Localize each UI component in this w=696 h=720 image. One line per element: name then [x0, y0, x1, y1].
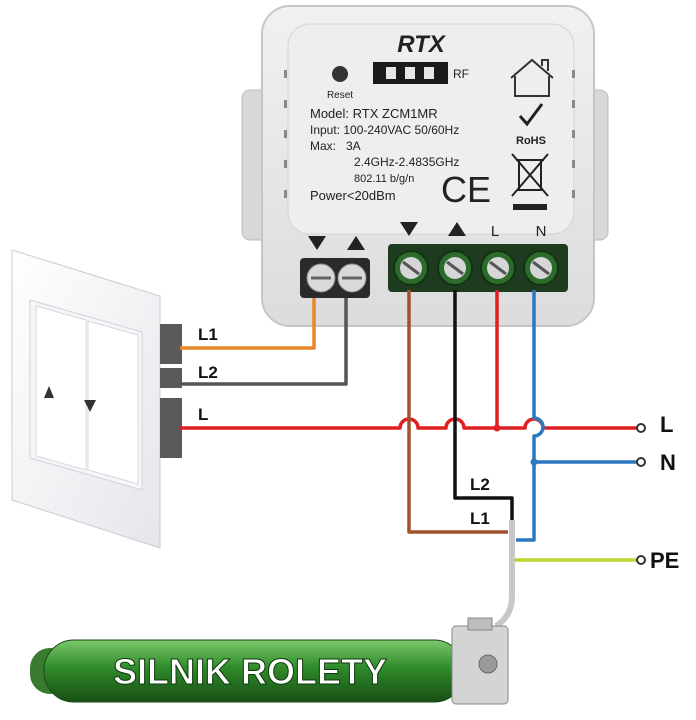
- supply-terminal-pe: [636, 555, 646, 565]
- spec-model: Model: RTX ZCM1MR: [310, 106, 438, 121]
- main-terminal-block: [388, 244, 568, 292]
- wire-switch-l2: [180, 298, 348, 386]
- spec-wifi: 802.11 b/g/n: [354, 173, 414, 185]
- down-arrow-icon: [308, 236, 326, 250]
- wire-module-n: [532, 290, 638, 464]
- supply-label-n: N: [660, 450, 676, 475]
- up-arrow-icon: [347, 236, 365, 250]
- wire-label-switch-l: L: [198, 405, 208, 424]
- down-arrow-icon: [400, 222, 418, 236]
- checkmark-icon: [518, 103, 544, 127]
- terminal-l-label: L: [491, 223, 499, 240]
- rohs-label: RoHS: [516, 135, 546, 147]
- wire-label-switch-l1: L1: [198, 325, 218, 344]
- wire-module-l1-brown: [407, 290, 508, 534]
- wire-motor-n: [516, 462, 536, 542]
- weee-bin-icon: [511, 153, 549, 197]
- wire-module-l2-black: [453, 290, 514, 538]
- reset-label: Reset: [327, 90, 353, 101]
- spec-frequency: 2.4GHz-2.4835GHz: [354, 155, 459, 169]
- wall-switch: [11, 249, 182, 549]
- spec-input: Input: 100-240VAC 50/60Hz: [310, 123, 459, 137]
- spec-max: Max: 3A: [310, 139, 361, 153]
- down-arrow-icon: [84, 400, 96, 412]
- supply-terminal-l: [636, 423, 646, 433]
- brand-logo: RTX: [397, 31, 447, 58]
- rf-label: RF: [453, 67, 469, 81]
- terminal-n-label: N: [536, 223, 547, 240]
- wire-label-switch-l2: L2: [198, 363, 218, 382]
- ce-mark: CE: [441, 169, 491, 210]
- relay-module: RTX Reset RF Model: RTX ZCM1MR Input: 10…: [241, 5, 609, 327]
- motor-label: SILNIK ROLETY: [113, 651, 387, 692]
- up-arrow-icon: [448, 222, 466, 236]
- supply-label-pe: PE: [650, 548, 679, 573]
- wire-switch-l1: [180, 298, 316, 350]
- roller-shutter-motor: SILNIK ROLETY: [30, 617, 509, 705]
- spec-power: Power<20dBm: [310, 188, 396, 203]
- wire-label-motor-l1: L1: [470, 509, 490, 528]
- motor-cable: [494, 520, 515, 629]
- up-arrow-icon: [44, 386, 54, 398]
- supply-terminal-n: [636, 457, 646, 467]
- home-icon: [510, 58, 554, 97]
- reset-button[interactable]: [332, 66, 348, 82]
- supply-label-l: L: [660, 412, 673, 437]
- wire-label-motor-l2: L2: [470, 475, 490, 494]
